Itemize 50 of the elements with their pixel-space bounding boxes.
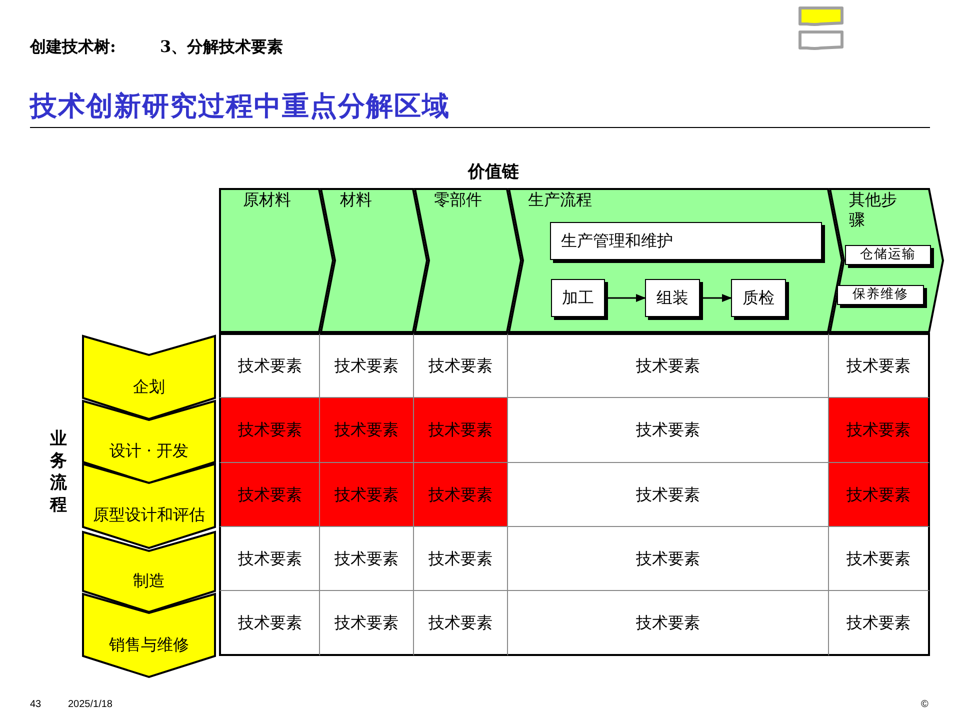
business-process-stage: 企划: [82, 335, 216, 420]
axis-label: 价值链: [468, 161, 519, 183]
arrow: [700, 294, 732, 302]
table-cell: 技术要素: [320, 463, 414, 527]
business-process-stage: 制造: [82, 531, 216, 613]
business-process-stage: 原型设计和评估: [82, 463, 216, 549]
table-cell: 技术要素: [414, 591, 508, 656]
table-cell: 技术要素: [414, 398, 508, 463]
process-box: 质检: [731, 279, 786, 317]
table-cell: 技术要素: [508, 527, 829, 591]
table-cell: 技术要素: [320, 333, 414, 398]
table-cell: 技术要素: [320, 527, 414, 591]
section-heading: 3、分解技术要素: [160, 37, 284, 58]
table-cell: 技术要素: [414, 527, 508, 591]
date-text: 2025/1/18: [68, 699, 112, 710]
table-cell: 技术要素: [414, 333, 508, 398]
table-cell: 技术要素: [829, 398, 930, 463]
process-box: 生产管理和维护: [550, 222, 822, 260]
table-cell: 技术要素: [508, 591, 829, 656]
slide-title: 技术创新研究过程中重点分解区域: [30, 90, 450, 124]
table-cell: 技术要素: [414, 463, 508, 527]
table-cell: 技术要素: [219, 398, 320, 463]
table-cell: 技术要素: [508, 398, 829, 463]
value-chain-stage: 其他步骤 仓储运输 保养维修: [829, 188, 944, 333]
table-cell: 技术要素: [219, 591, 320, 656]
process-box: 组装: [645, 279, 700, 317]
table-cell: 技术要素: [508, 463, 829, 527]
axis-label: 业务流程: [50, 428, 68, 516]
table-cell: 技术要素: [320, 398, 414, 463]
business-process-stage: 销售与维修: [82, 593, 216, 678]
table-cell: 技术要素: [829, 527, 930, 591]
table-cell: 技术要素: [219, 527, 320, 591]
table-cell: 技术要素: [829, 591, 930, 656]
value-chain-stage: 零部件: [414, 188, 522, 333]
value-chain-stage: 材料: [320, 188, 428, 333]
table-cell: 技术要素: [508, 333, 829, 398]
business-process-stage: 设计 · 开发: [82, 400, 216, 484]
copyright-text: ©: [921, 699, 928, 710]
process-box: 加工: [551, 279, 605, 317]
table-cell: 技术要素: [829, 333, 930, 398]
table-cell: 技术要素: [829, 463, 930, 527]
arrow: [605, 294, 646, 302]
table-cell: 技术要素: [219, 463, 320, 527]
section-heading: 创建技术树:: [30, 37, 116, 58]
table-cell: 技术要素: [219, 333, 320, 398]
table-cell: 技术要素: [320, 591, 414, 656]
step-box: 仓储运输: [845, 245, 931, 265]
step-box: 保养维修: [837, 285, 924, 305]
page-number: 43: [30, 699, 42, 710]
value-chain-stage: 原材料: [219, 188, 334, 333]
